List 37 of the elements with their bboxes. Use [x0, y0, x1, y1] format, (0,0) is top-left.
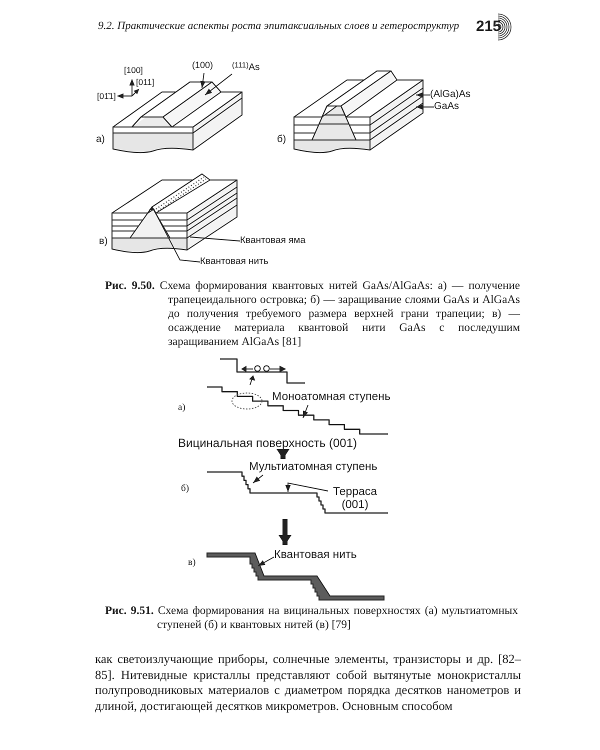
structure-label: Квантовая нить: [200, 256, 280, 269]
running-head: 9.2. Практические аспекты роста эпитаксиальных слоев и гетероструктур: [98, 19, 460, 34]
axis-label: [011]: [136, 77, 154, 87]
leader-line: [285, 482, 328, 492]
leader-line: [190, 236, 240, 242]
step-label: Мультиатомная ступень: [249, 461, 389, 475]
panel-letter: а): [178, 403, 186, 414]
structure-label: Квантовая нить: [274, 549, 374, 563]
leader-line: [416, 104, 434, 110]
plane-label: $^{(111)}$As: [232, 62, 272, 78]
leader-line: [416, 92, 430, 98]
layer-label: GaAs: [434, 101, 474, 114]
axis-label: [01̄1]: [97, 91, 116, 101]
step-label: Моноатомная ступень: [272, 391, 398, 405]
leader-line: [302, 404, 308, 418]
figure-caption: Рис. 9.51. Схема формирования на вицинальных поверхностях (а) мультиатомных ступеней (б) и квантовых нитей (в) [79]: [105, 604, 518, 632]
leader-line: [200, 72, 206, 88]
figure-caption: Рис. 9.50. Схема формирования квантовых нитей GaAs/AlGaAs: а) — получение трапецеидального островка; б) — заращивание слоями GaAs и AlGaAs до получения требуемого размера верхней грани трапеции; в) — осаждение материала квантовой нити GaAs с последушим заращиванием AlGaAs [81]: [105, 279, 520, 349]
panel-letter: в): [99, 236, 108, 248]
layer-label: (AlGa)As: [430, 89, 486, 102]
surface-caption: Вицинальная поверхность (001): [178, 436, 357, 450]
leader-line: [204, 74, 232, 96]
down-arrow: [278, 519, 292, 545]
down-arrow: [276, 449, 290, 459]
leader-line: [258, 556, 274, 566]
panel-letter: в): [188, 558, 196, 569]
page-number: 215: [476, 18, 502, 35]
axis-label: [100]: [124, 65, 143, 75]
leader-line: [154, 210, 200, 262]
body-paragraph: как светоизлучающие приборы, солнечные элементы, транзисторы и др. [82–85]. Нитевидные кристаллы представляют собой вытянутые монокристаллы полупроводниковых материалов с диаметром порядка десятков нанометров и длиной, достигающей десятков микрометров. Основным способом: [95, 652, 521, 714]
leader-line: [252, 474, 264, 484]
plane-label: (100): [192, 60, 222, 73]
panel-letter: б): [277, 134, 286, 146]
terrace-label: Терраса (001): [328, 486, 382, 512]
panel-letter: б): [181, 484, 189, 495]
structure-label: Квантовая яма: [240, 235, 320, 248]
panel-letter: а): [96, 134, 105, 146]
